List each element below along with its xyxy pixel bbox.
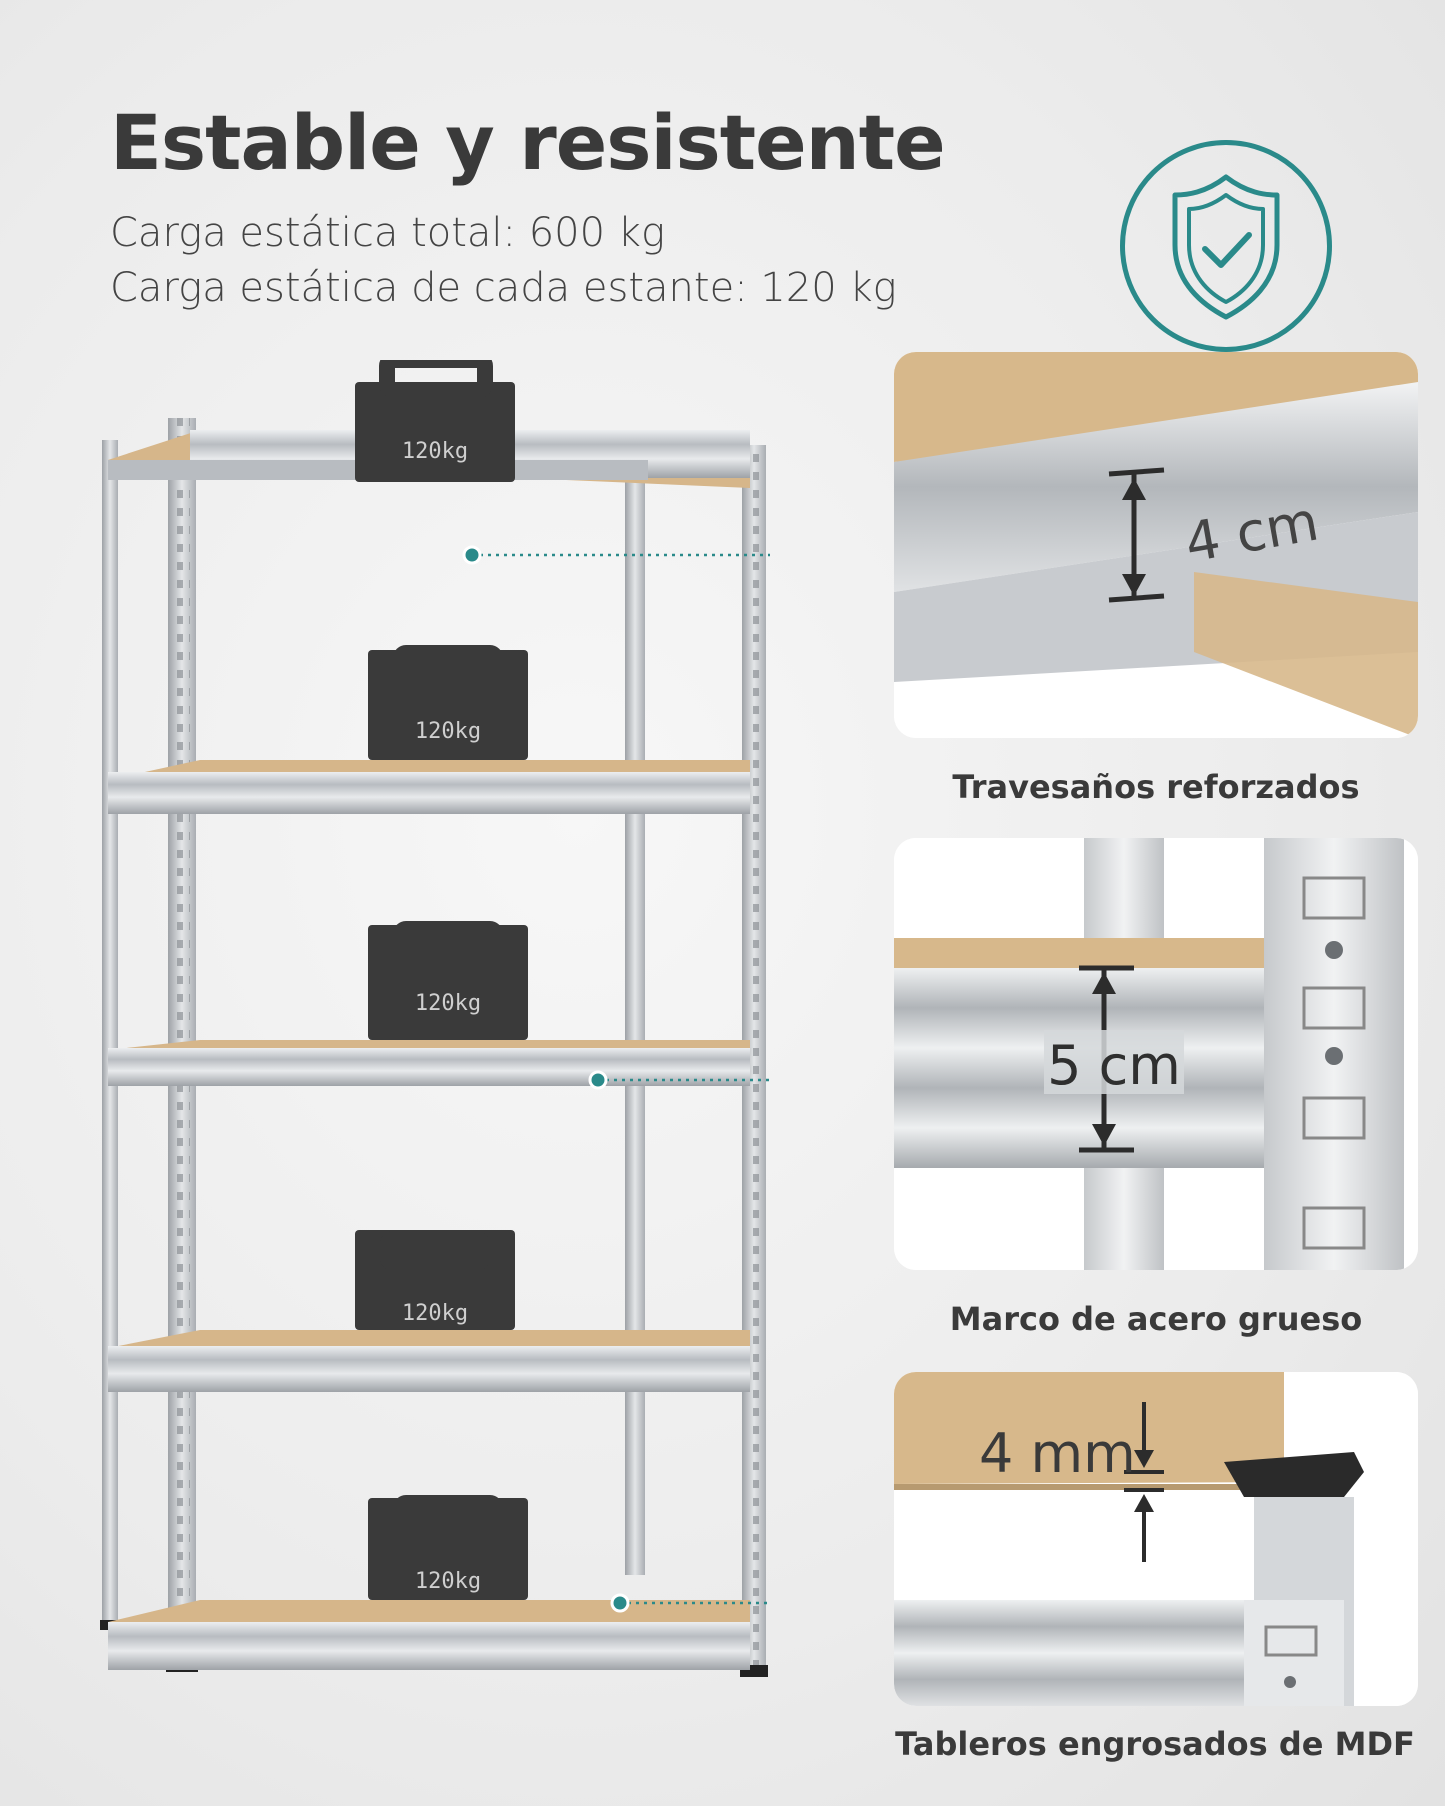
- weight-5: 120kg: [368, 1495, 528, 1600]
- weight-label: 120kg: [402, 439, 468, 464]
- weight-label: 120kg: [415, 991, 481, 1016]
- callout-dot-frame: [588, 1070, 608, 1090]
- weight-4: 120kg: [355, 1230, 515, 1330]
- board-measurement: 4 mm: [979, 1422, 1136, 1485]
- shield-check-icon: [1172, 174, 1280, 320]
- weight-label: 120kg: [402, 1301, 468, 1326]
- detail-panel-frame: 5 cm: [894, 838, 1418, 1270]
- detail-panel-crossbar: 4 cm: [894, 352, 1418, 738]
- weight-3: 120kg: [368, 921, 528, 1040]
- callout-dot-board: [610, 1593, 630, 1613]
- spec-shelf-load: Carga estática de cada estante: 120 kg: [110, 265, 897, 311]
- page-title: Estable y resistente: [110, 98, 946, 187]
- weight-2: 120kg: [368, 645, 528, 760]
- frame-measurement: 5 cm: [1047, 1034, 1181, 1097]
- weight-1: 120kg: [355, 360, 515, 482]
- caption-crossbar: Travesaños reforzados: [952, 768, 1360, 806]
- caption-board: Tableros engrosados de MDF: [895, 1725, 1415, 1763]
- detail-panel-board: 4 mm: [894, 1372, 1418, 1706]
- weight-label: 120kg: [415, 719, 481, 744]
- shield-badge: [1120, 140, 1332, 352]
- callout-dot-crossbar: [462, 545, 482, 565]
- caption-frame: Marco de acero grueso: [949, 1300, 1363, 1338]
- weight-label: 120kg: [415, 1569, 481, 1594]
- shelving-rack: 120kg 120kg 120kg 120kg 120kg: [100, 360, 770, 1677]
- spec-total-load: Carga estática total: 600 kg: [110, 210, 665, 256]
